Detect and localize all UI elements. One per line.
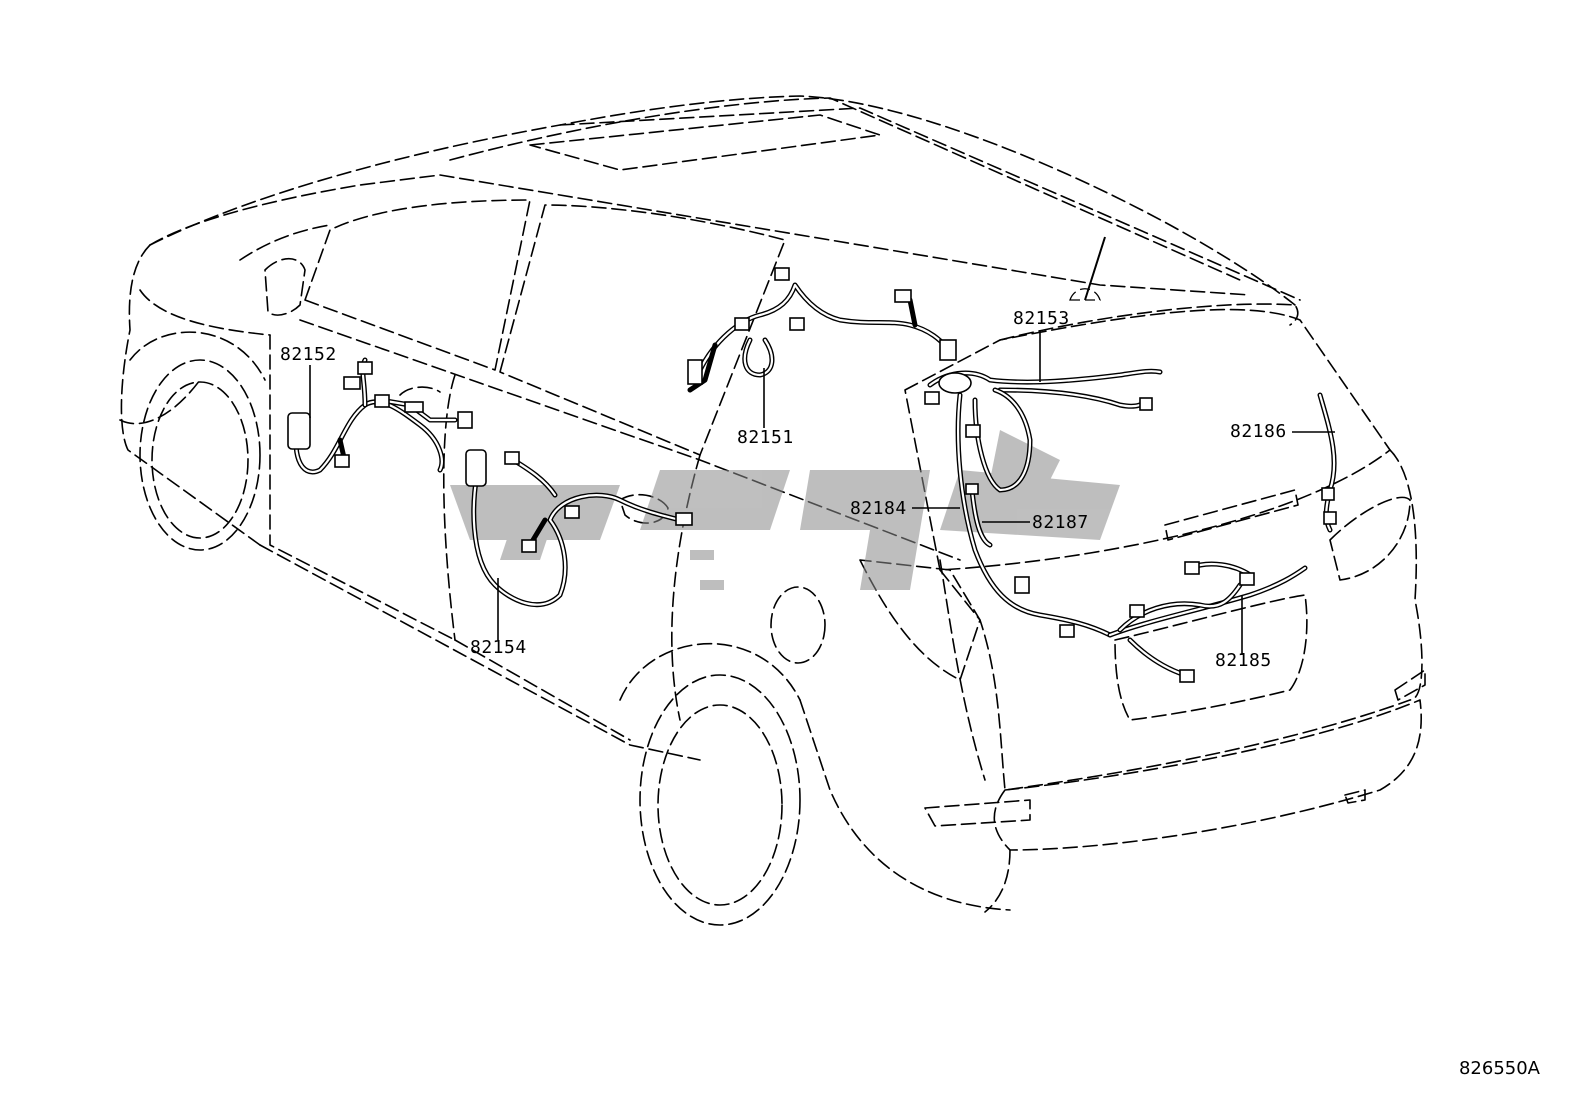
harness-82184 — [955, 387, 1113, 638]
part-label-82154[interactable]: 82154 — [470, 637, 527, 658]
connector — [1014, 576, 1030, 594]
connector — [1323, 511, 1337, 525]
connector — [334, 454, 350, 468]
connector — [965, 424, 981, 438]
connector — [924, 391, 940, 405]
connector — [357, 361, 373, 375]
connector — [789, 317, 805, 331]
harness-82185 — [1107, 561, 1308, 683]
connector — [734, 317, 750, 331]
connector — [687, 359, 703, 385]
harness-82153 — [924, 368, 1163, 411]
connector — [894, 289, 912, 303]
connector — [404, 401, 424, 413]
connector — [521, 539, 537, 553]
part-label-82184[interactable]: 82184 — [850, 498, 907, 519]
connector — [939, 339, 957, 361]
connector — [1129, 604, 1145, 618]
connector — [675, 512, 693, 526]
connector — [1239, 572, 1255, 586]
connector — [1321, 487, 1335, 501]
leader-lines — [309, 330, 1335, 655]
connector — [1179, 669, 1195, 683]
connector — [1184, 561, 1200, 575]
part-label-82151[interactable]: 82151 — [737, 427, 794, 448]
diagram-reference-code: 826550A — [1458, 1058, 1540, 1079]
connector — [287, 412, 311, 450]
connector — [374, 394, 390, 408]
connector — [1139, 397, 1153, 411]
watermark-logo — [450, 430, 1120, 590]
harness-82152 — [287, 357, 473, 475]
connector — [564, 505, 580, 519]
connector — [1059, 624, 1075, 638]
connector — [504, 451, 520, 465]
connector — [965, 483, 979, 495]
harness-82154 — [465, 449, 693, 607]
part-label-82152[interactable]: 82152 — [280, 344, 337, 365]
connector — [343, 376, 361, 390]
part-label-82153[interactable]: 82153 — [1013, 308, 1070, 329]
connector — [457, 411, 473, 429]
part-label-82187[interactable]: 82187 — [1032, 512, 1089, 533]
part-label-82186[interactable]: 82186 — [1230, 421, 1287, 442]
part-label-82185[interactable]: 82185 — [1215, 650, 1272, 671]
connector — [465, 449, 487, 487]
harness-82186 — [1317, 392, 1337, 533]
wire-harnesses — [287, 267, 1337, 683]
connector — [938, 372, 972, 394]
harness-82151 — [687, 267, 957, 393]
connector — [774, 267, 790, 281]
harness-82187 — [965, 483, 993, 548]
